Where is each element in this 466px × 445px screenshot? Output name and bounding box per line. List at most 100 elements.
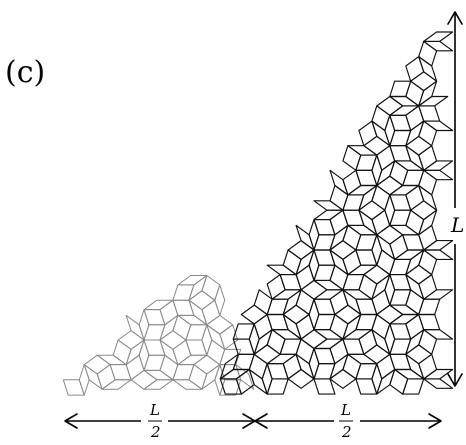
rhombus-tile (253, 344, 281, 365)
rhombus-tile (143, 369, 174, 381)
rhombus-tile (389, 209, 412, 226)
rhombus-tile (371, 313, 391, 340)
rhombus-tile (376, 249, 396, 276)
rhombus-tile (371, 184, 391, 211)
rhombus-tile (219, 324, 239, 350)
rhombus-tile (313, 234, 336, 251)
rhombus-tile (172, 379, 203, 390)
rhombus-tile (358, 200, 386, 221)
rhombus-tile (371, 154, 383, 187)
rhombus-tile (405, 313, 425, 340)
rhombus-tile (418, 40, 438, 67)
rhombus-tile (355, 313, 378, 331)
rhombus-tile (271, 289, 302, 300)
rhombus-tile (201, 324, 213, 356)
height-label: L (450, 213, 464, 237)
rhombus-tile (342, 169, 362, 196)
rhombus-tile (384, 323, 396, 355)
rhombus-tile (329, 264, 349, 291)
rhombus-tile (418, 105, 441, 122)
left-width-dimension-arrow: L 2 (64, 401, 256, 441)
rhombus-tile (355, 169, 378, 187)
rhombus-tile (384, 274, 396, 306)
rhombus-tile (253, 289, 273, 316)
rhombus-tile (389, 145, 412, 162)
rhombus-tile (188, 290, 216, 311)
black-rhombus-tiling (219, 31, 454, 395)
rhombus-tile (308, 249, 320, 281)
rhombus-tile (363, 344, 391, 365)
rhombus-tile (125, 354, 145, 381)
height-dimension-arrow: L (447, 11, 464, 387)
rhombus-tile (347, 264, 378, 276)
rhombus-tile (342, 145, 362, 171)
rhombus-tile (193, 354, 221, 375)
rhombus-tile (423, 31, 454, 42)
rhombus-tile (347, 184, 378, 196)
rhombus-tile (389, 304, 420, 316)
rhombus-tile (342, 289, 362, 316)
rhombus-tile (214, 284, 226, 316)
rhombus-tile (423, 120, 454, 132)
rhombus-tile (358, 209, 378, 236)
rhombus-tile (117, 330, 145, 350)
rhombus-tile (295, 338, 315, 365)
rhombus-tile (347, 224, 378, 236)
rhombus-tile (418, 249, 438, 276)
rhombus-tile (266, 298, 289, 316)
rhombus-tile (405, 249, 425, 276)
rhombus-tile (329, 209, 349, 236)
rhombus-tile (295, 224, 315, 251)
rhombus-tile (101, 379, 132, 390)
rhombus-tile (313, 338, 344, 350)
rhombus-tile (376, 304, 404, 325)
rhombus-tile (389, 289, 412, 306)
rhombus-tile (266, 378, 289, 395)
rhombus-tile (308, 219, 320, 251)
rhombus-tile (188, 299, 208, 326)
rhombus-tile (389, 274, 412, 291)
arrowhead-right-icon (428, 413, 442, 429)
rhombus-tile (313, 209, 344, 221)
rhombus-tile (376, 353, 396, 380)
rhombus-tile (389, 313, 420, 325)
rhombus-tile (423, 289, 454, 300)
rhombus-tile (266, 274, 286, 300)
rhombus-tile (423, 40, 454, 52)
right-width-dimension-arrow: L 2 (254, 401, 442, 441)
rhombus-tile (219, 353, 239, 380)
rhombus-tile (334, 304, 362, 325)
rhombus-tile (358, 329, 378, 355)
rhombus-tile (363, 264, 391, 285)
rhombus-tile (418, 274, 438, 300)
rhombus-tile (355, 234, 378, 251)
rhombus-tile (371, 105, 391, 132)
rhombus-tile (423, 378, 454, 389)
rhombus-tile (282, 353, 302, 380)
rhombus-tile (143, 354, 166, 371)
rhombus-tile (394, 249, 425, 260)
rhombus-tile (300, 279, 328, 300)
rhombus-tile (313, 219, 336, 236)
rhombus-tile (159, 330, 187, 350)
arrowhead-left-icon (254, 413, 268, 429)
rhombus-tile (308, 347, 320, 380)
rhombus-tile (358, 184, 378, 211)
rhombus-tile (282, 313, 302, 340)
rhombus-tile (313, 200, 344, 211)
rhombus-tile (143, 379, 174, 390)
rhombus-tile (342, 329, 373, 340)
rhombus-tile (287, 240, 315, 260)
rhombus-tile (308, 298, 320, 331)
rhombus-tile (143, 339, 166, 356)
rhombus-tile (112, 339, 132, 366)
rhombus-tile (342, 289, 373, 300)
rhombus-tile (376, 224, 404, 245)
rhombus-tile (282, 289, 302, 316)
rhombus-tile (172, 314, 192, 341)
arrowhead-down-icon (447, 373, 463, 387)
rhombus-tile (358, 274, 378, 300)
rhombus-tile (384, 114, 396, 147)
rhombus-tile (418, 353, 438, 380)
